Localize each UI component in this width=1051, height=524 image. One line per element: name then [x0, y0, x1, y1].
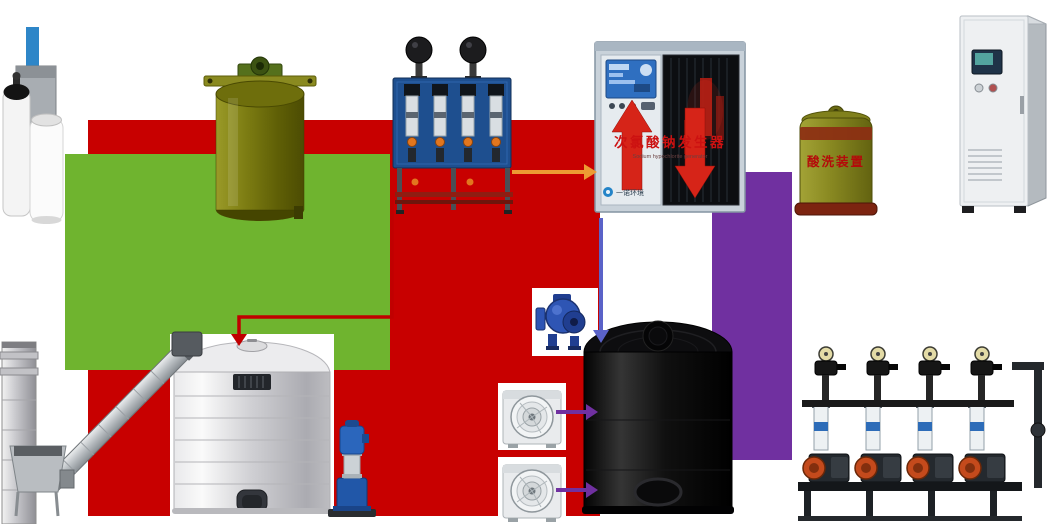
cabinet-indicator-button — [974, 83, 984, 93]
generator-button — [619, 103, 625, 109]
manifold-pipe — [802, 400, 1014, 407]
dosing-pump-skid — [392, 36, 513, 214]
pulsation-damper — [459, 36, 487, 64]
blower-unit-1 — [498, 383, 566, 450]
chemical-mixing-tank — [203, 56, 317, 221]
cabinet-vent — [968, 149, 1002, 181]
cabinet-handle — [1020, 96, 1024, 114]
brand-name: 一诺环境 — [616, 188, 644, 197]
pump-motor — [339, 425, 365, 455]
dosing-pump-unit — [854, 346, 902, 483]
arrow-blower2-to-tank — [556, 482, 598, 498]
skid-pipe — [395, 192, 513, 197]
conveyor-motor — [171, 331, 203, 357]
down-arrow-graphic — [674, 107, 716, 199]
generator-subtitle: Sodium hypochlorite generator — [633, 154, 708, 160]
black-storage-tank — [582, 320, 734, 514]
skid-base-frame — [798, 482, 1022, 491]
dosing-pump-unit — [958, 346, 1006, 483]
brine-tank — [29, 117, 64, 223]
dosing-pump-unit — [802, 346, 850, 483]
up-arrow-graphic — [611, 99, 653, 191]
arrow-feed-to-mixtank — [231, 200, 394, 346]
stainless-mixing-tank — [170, 334, 334, 520]
cabinet-front-door — [959, 15, 1029, 207]
water-softener-unit — [2, 65, 64, 224]
generator-title: 次氯酸钠发生器 — [614, 134, 726, 150]
hypochlorite-generator-cabinet: 次氯酸钠发生器 Sodium hypochlorite generator 一诺… — [594, 41, 746, 213]
vertical-multistage-pump — [328, 420, 376, 517]
pulsation-damper — [405, 36, 433, 64]
acid-washing-unit: 酸洗装置 — [794, 105, 878, 216]
electrical-control-cabinet — [959, 15, 1047, 213]
blower-unit-2 — [498, 457, 566, 523]
screw-conveyor — [9, 331, 203, 517]
acid-washer-label: 酸洗装置 — [807, 154, 865, 169]
dosing-columns — [404, 84, 504, 162]
arrow-skid-to-generator — [512, 164, 597, 180]
arrow-generator-to-storage-tank — [593, 218, 609, 343]
mixing-tank-body — [215, 93, 305, 211]
arrow-blower1-to-tank — [556, 404, 598, 420]
dosing-pump-unit — [906, 346, 954, 483]
vent-grille — [233, 374, 271, 390]
cabinet-indicator-button — [988, 83, 998, 93]
tank-outlet — [294, 206, 303, 219]
metering-pump-skid — [798, 346, 1046, 521]
stainless-tank-body — [173, 371, 331, 511]
black-tank-body — [583, 351, 733, 511]
generator-button — [609, 103, 615, 109]
tank-manway — [633, 477, 683, 507]
softener-resin-vessel — [2, 89, 31, 217]
blue-accent-bar — [26, 27, 39, 73]
softener-vessel-cap — [3, 84, 30, 100]
